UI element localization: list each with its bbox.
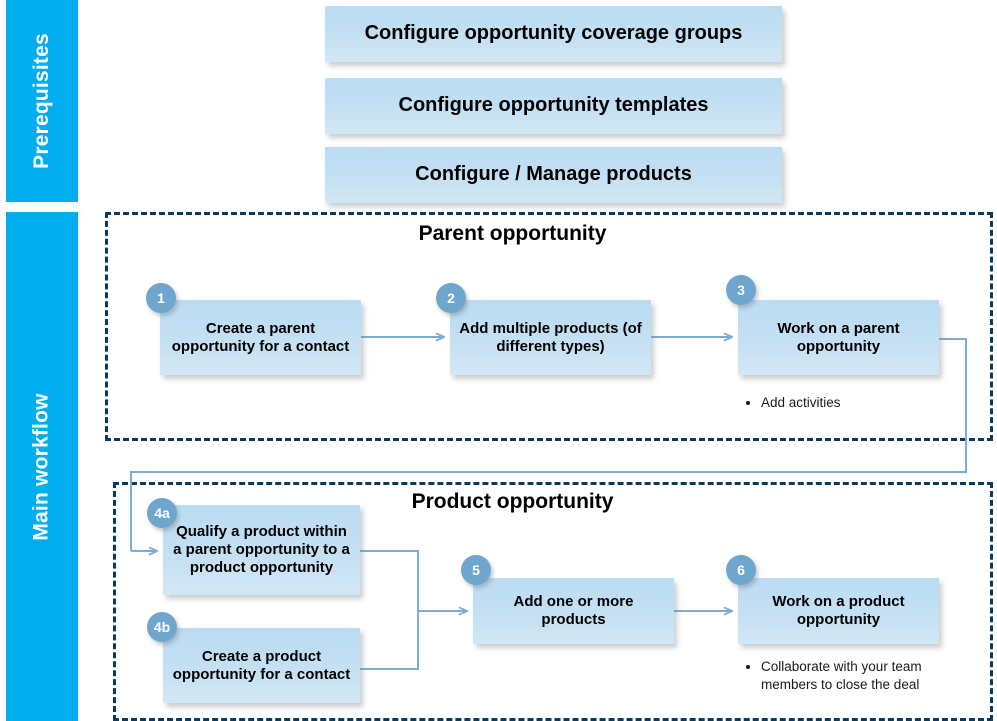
band-prerequisites: Prerequisites <box>6 0 78 202</box>
step-badge-2: 2 <box>436 283 466 313</box>
step-box-add-multiple-products[interactable]: Add multiple products (of different type… <box>450 300 651 375</box>
prerequisite-label: Configure opportunity coverage groups <box>364 22 743 45</box>
step-label: Create a product opportunity for a conta… <box>172 647 351 683</box>
step-badge-1: 1 <box>146 283 176 313</box>
step-box-create-product-opportunity[interactable]: Create a product opportunity for a conta… <box>163 628 360 703</box>
step-badge-4a: 4a <box>147 498 177 528</box>
note-list: Add activities <box>745 394 945 412</box>
step-box-work-on-product-opportunity[interactable]: Work on a product opportunity <box>738 578 939 644</box>
step-label: Add multiple products (of different type… <box>459 319 642 355</box>
step-box-qualify-product[interactable]: Qualify a product within a parent opport… <box>163 505 360 595</box>
band-prerequisites-label: Prerequisites <box>30 33 54 169</box>
step-box-work-on-parent-opportunity[interactable]: Work on a parent opportunity <box>738 300 939 375</box>
prerequisite-label: Configure / Manage products <box>415 163 692 186</box>
note-item: Collaborate with your team members to cl… <box>761 658 930 695</box>
prerequisite-box-templates[interactable]: Configure opportunity templates <box>325 78 782 134</box>
band-main-workflow-label: Main workflow <box>30 392 53 541</box>
note-item: Add activities <box>761 394 945 412</box>
step-label: Add one or more products <box>513 593 634 628</box>
step-label: Qualify a product within a parent opport… <box>173 523 350 576</box>
note-parent-activities: Add activities <box>745 394 945 412</box>
prerequisite-box-products[interactable]: Configure / Manage products <box>325 147 782 203</box>
step-badge-3: 3 <box>726 275 756 305</box>
prerequisite-box-coverage-groups[interactable]: Configure opportunity coverage groups <box>325 6 782 62</box>
step-badge-4b: 4b <box>147 612 177 642</box>
prerequisite-label: Configure opportunity templates <box>398 94 709 117</box>
step-badge-6: 6 <box>726 555 756 585</box>
step-label: Work on a parent opportunity <box>777 319 900 355</box>
step-label: Create a parent opportunity for a contac… <box>171 319 350 355</box>
note-product-collaborate: Collaborate with your team members to cl… <box>745 658 930 695</box>
band-main-workflow: Main workflow <box>6 212 78 721</box>
note-list: Collaborate with your team members to cl… <box>745 658 930 695</box>
step-label: Work on a product opportunity <box>772 593 905 628</box>
step-box-add-one-or-more-products[interactable]: Add one or more products <box>473 578 674 644</box>
step-box-create-parent-opportunity[interactable]: Create a parent opportunity for a contac… <box>160 300 361 375</box>
step-badge-5: 5 <box>461 555 491 585</box>
group-title-parent: Parent opportunity <box>418 222 607 245</box>
